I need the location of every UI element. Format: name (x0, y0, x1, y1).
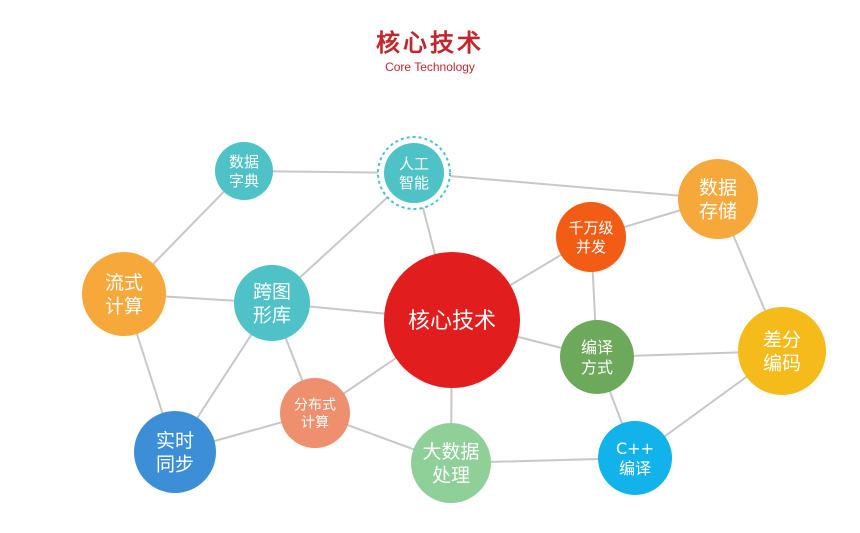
node-ai-circle (384, 143, 444, 203)
node-data-storage-circle (678, 159, 758, 239)
node-data-dict-label-0: 数据 (229, 153, 259, 171)
node-big-data-circle (411, 423, 491, 503)
node-concurrency-circle (556, 202, 626, 272)
node-ai-label-1: 智能 (399, 174, 429, 192)
node-graph-lib-circle (234, 265, 310, 341)
node-data-storage-label-0: 数据 (699, 177, 737, 199)
node-big-data-label-0: 大数据 (422, 441, 479, 463)
node-encoding-method-label-0: 编译 (581, 338, 613, 357)
node-distributed-label-1: 计算 (301, 415, 329, 431)
title-block: 核心技术 Core Technology (0, 28, 860, 74)
node-encoding-method-label-1: 方式 (581, 358, 613, 377)
page-subtitle: Core Technology (385, 60, 475, 74)
node-data-dict-circle (215, 142, 273, 200)
node-cpp-compile: C++编译 (598, 421, 672, 495)
node-layer: 数据字典人工智能数据存储千万级并发流式计算跨图形库核心技术编译方式差分编码分布式… (82, 136, 826, 503)
node-cpp-compile-label-0: C++ (616, 439, 654, 458)
node-big-data-label-1: 处理 (432, 465, 470, 487)
node-data-dict-label-1: 字典 (229, 172, 259, 190)
node-core: 核心技术 (384, 252, 520, 388)
node-stream-circle (82, 252, 166, 336)
node-ai-label-0: 人工 (399, 155, 429, 173)
node-core-label-0: 核心技术 (408, 309, 496, 334)
node-realtime-sync-circle (134, 411, 216, 493)
node-concurrency-label-1: 并发 (576, 238, 606, 256)
node-distributed-label-0: 分布式 (294, 397, 336, 413)
node-graph-lib-label-1: 形库 (253, 305, 291, 327)
node-realtime-sync-label-0: 实时 (156, 430, 194, 452)
node-graph-lib-label-0: 跨图 (253, 281, 291, 303)
node-diff-encoding-label-0: 差分 (763, 329, 801, 351)
node-core-circle (384, 252, 520, 388)
node-cpp-compile-label-1: 编译 (619, 459, 651, 478)
node-concurrency-label-0: 千万级 (568, 219, 613, 237)
edge-ai-data-storage (413, 172, 719, 200)
node-cpp-compile-circle (598, 421, 672, 495)
node-realtime-sync-label-1: 同步 (156, 454, 194, 476)
node-diff-encoding-label-1: 编码 (763, 353, 801, 375)
node-data-storage-label-1: 存储 (699, 201, 737, 223)
node-encoding-method-circle (560, 320, 634, 394)
page-title: 核心技术 (376, 29, 484, 57)
node-distributed-circle (280, 378, 350, 448)
node-stream-label-0: 流式 (105, 272, 143, 294)
node-diff-encoding-circle (738, 307, 826, 395)
node-stream-label-1: 计算 (105, 296, 143, 318)
